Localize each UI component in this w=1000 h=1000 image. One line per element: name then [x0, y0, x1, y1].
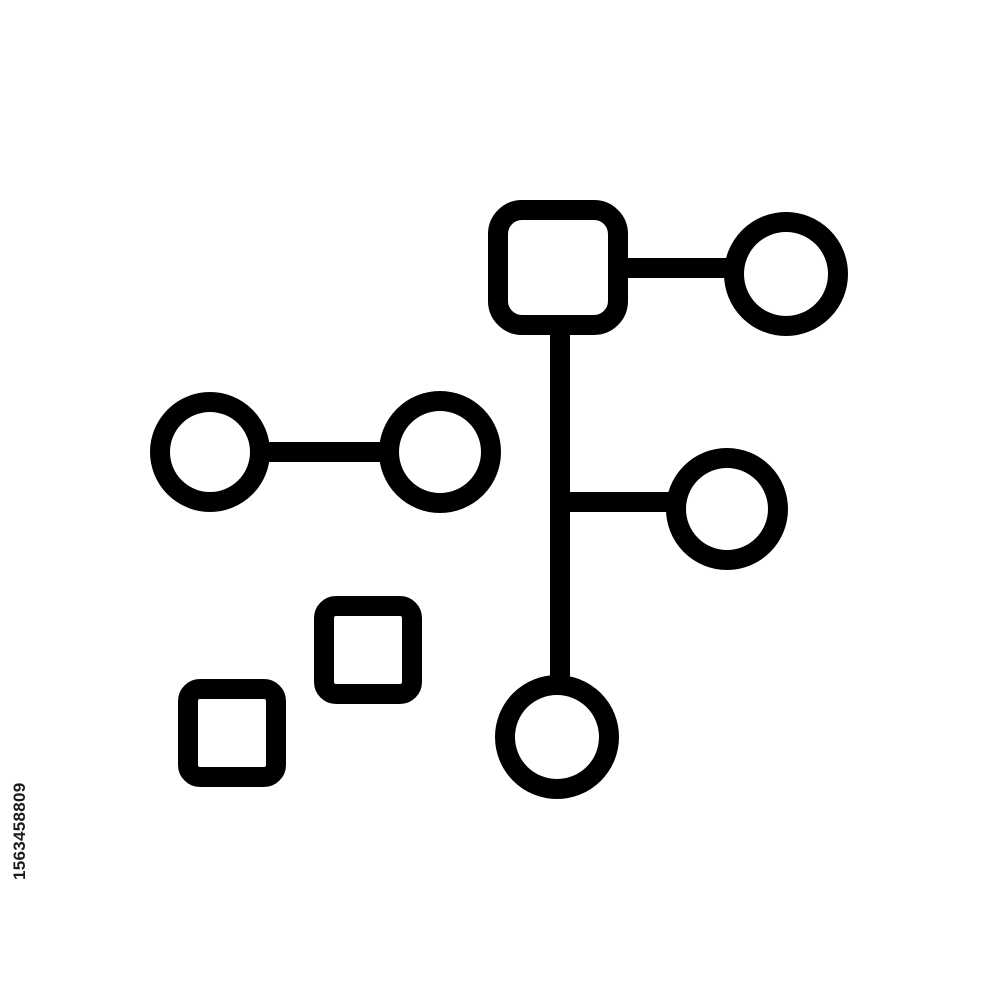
circle-node-left-2 — [379, 391, 501, 513]
circle-node-left-1 — [150, 392, 270, 512]
circle-node-bottom — [495, 675, 619, 799]
root-square-node — [488, 200, 628, 335]
circle-node-top-right — [724, 212, 848, 336]
stock-id-watermark: 1563458809 — [10, 782, 29, 880]
circle-node-middle-right — [666, 448, 788, 570]
small-square-node-lower — [178, 679, 286, 787]
small-square-node-upper — [314, 596, 422, 704]
